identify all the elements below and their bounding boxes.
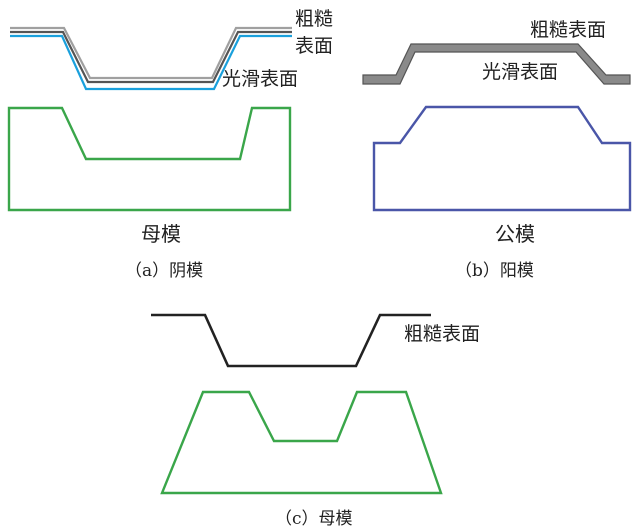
label-rough-surface-c: 粗糙表面	[404, 323, 480, 345]
formed-sheet-b	[362, 43, 631, 85]
female-mold-outline	[7, 106, 292, 212]
rough-surface-line-c	[151, 313, 431, 368]
caption-b: （b）阳模	[455, 261, 534, 281]
mold-name-a: 母模	[141, 222, 181, 246]
mold-name-b: 公模	[495, 222, 535, 246]
rough-surface-layer	[10, 26, 292, 80]
label-smooth-surface-b: 光滑表面	[482, 61, 558, 83]
male-mold-outline	[372, 105, 632, 212]
panel-c: 粗糙表面 （c）母模	[151, 313, 480, 529]
panel-a: 粗糙 表面 光滑表面 母模 （a）阴模	[7, 8, 333, 281]
panel-b: 粗糙表面 光滑表面 公模 （b）阳模	[362, 19, 632, 281]
caption-a: （a）阴模	[125, 261, 203, 281]
middle-layer	[10, 30, 292, 84]
label-smooth-surface-a: 光滑表面	[222, 68, 298, 90]
smooth-surface-layer	[10, 34, 292, 91]
label-rough-surface-a-line2: 表面	[295, 35, 333, 57]
label-rough-surface-b: 粗糙表面	[530, 19, 606, 41]
label-rough-surface-a-line1: 粗糙	[295, 8, 333, 30]
female-mold-outline-c	[160, 390, 443, 495]
panel-a-formed-sheet	[10, 26, 292, 91]
caption-c: （c）母模	[275, 509, 353, 529]
